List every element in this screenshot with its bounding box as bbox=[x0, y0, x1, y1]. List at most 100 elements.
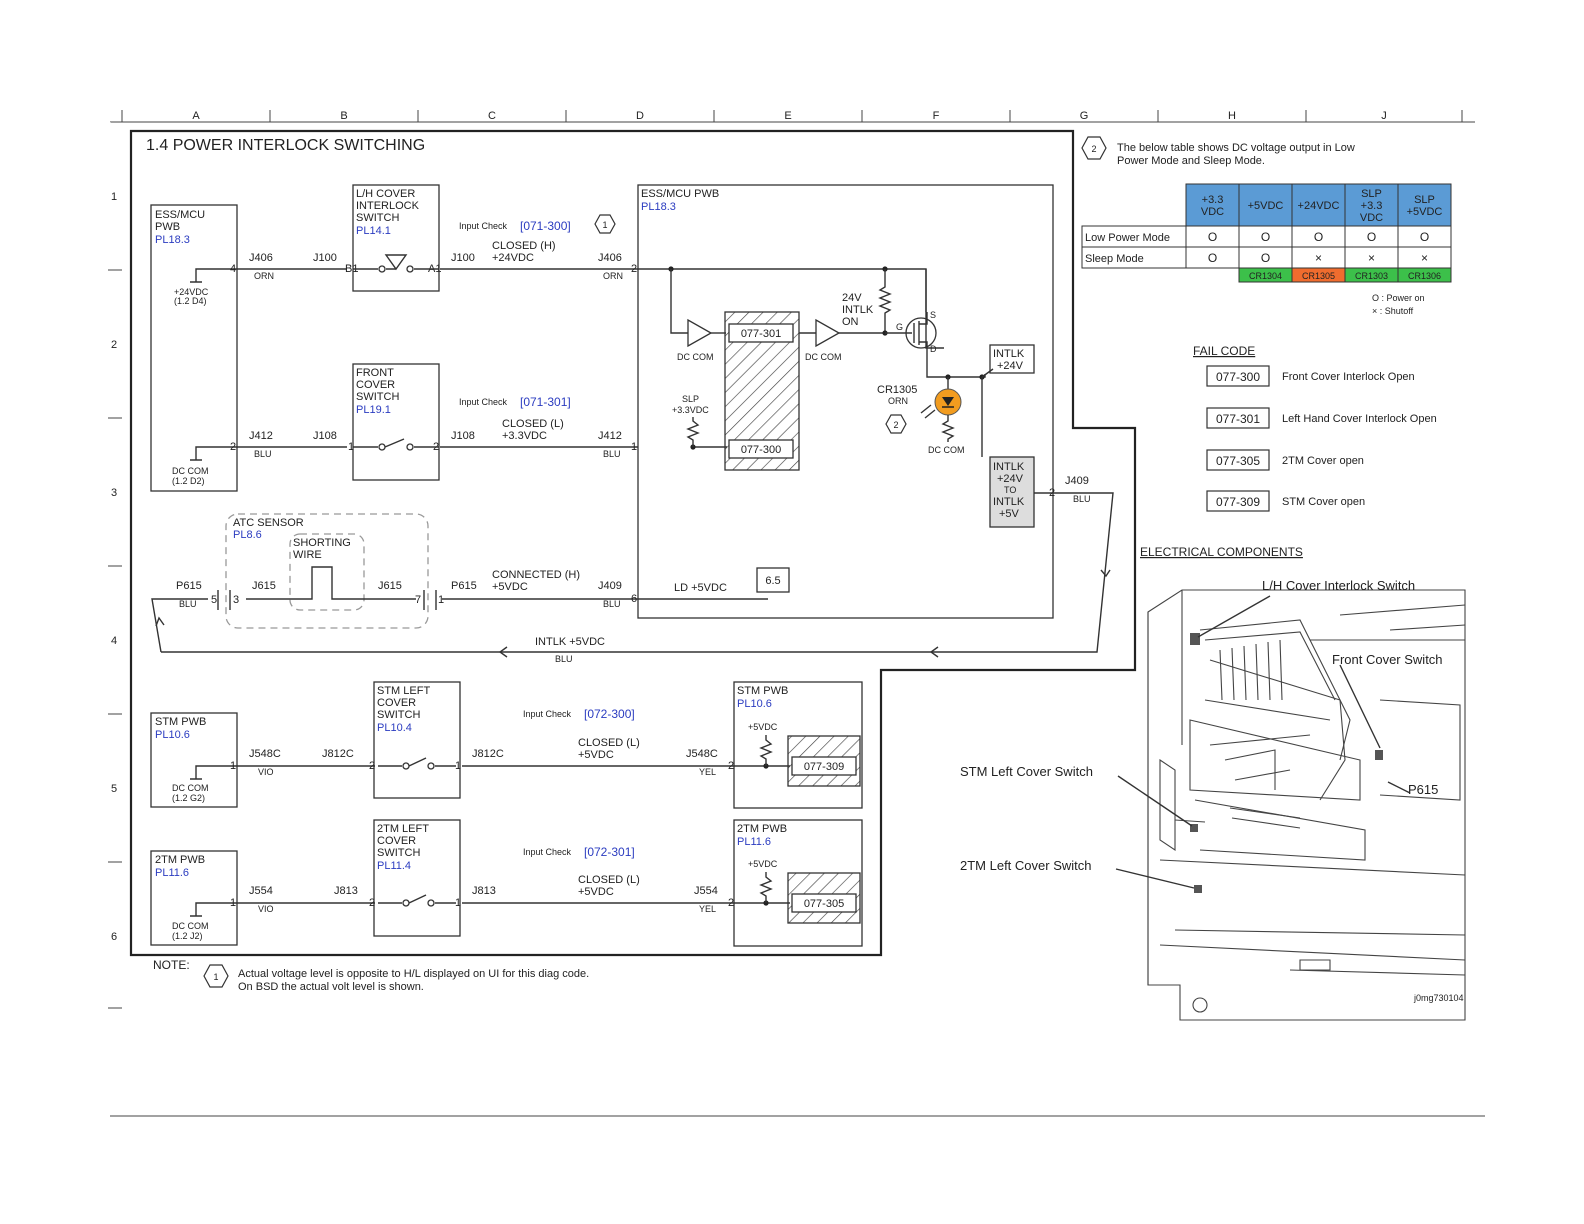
svg-text:1: 1 bbox=[230, 897, 236, 909]
svg-text:NOTE:: NOTE: bbox=[153, 958, 190, 972]
svg-text:[071-300]: [071-300] bbox=[520, 219, 571, 233]
lh-cover-interlock-switch-block: L/H COVER INTERLOCK SWITCH PL14.1 bbox=[352, 184, 440, 292]
svg-text:+3.3VDC: +3.3VDC bbox=[672, 405, 709, 415]
svg-text:CR1305: CR1305 bbox=[877, 384, 917, 396]
svg-text:SHORTING: SHORTING bbox=[293, 537, 351, 549]
svg-text:COVER: COVER bbox=[377, 697, 416, 709]
svg-text:YEL: YEL bbox=[699, 767, 716, 777]
legend-shutoff: × : Shutoff bbox=[1372, 306, 1414, 316]
svg-text:2: 2 bbox=[631, 263, 637, 275]
table-cell-value: O bbox=[1420, 230, 1429, 244]
table-row-label: Sleep Mode bbox=[1085, 253, 1144, 265]
svg-text:6.5: 6.5 bbox=[765, 575, 780, 587]
svg-text:PL11.6: PL11.6 bbox=[155, 867, 189, 879]
fail-code-box bbox=[1206, 490, 1270, 512]
input-check-072-300: Input Check [072-300] bbox=[523, 707, 635, 721]
svg-text:2TM PWB: 2TM PWB bbox=[737, 823, 787, 835]
svg-text:+5V: +5V bbox=[999, 508, 1020, 520]
svg-text:077-300: 077-300 bbox=[741, 444, 781, 456]
svg-text:G: G bbox=[896, 322, 903, 332]
grid-row-4: 4 bbox=[111, 635, 117, 647]
svg-text:5: 5 bbox=[211, 594, 217, 606]
svg-text:(1.2 D4): (1.2 D4) bbox=[174, 296, 207, 306]
wire-row-front: 2 J412 BLU J108 1 2 J108 J412 BLU 1 CLOS… bbox=[230, 418, 638, 459]
fail-code-desc: 2TM Cover open bbox=[1282, 455, 1364, 467]
svg-text:The below table shows DC volta: The below table shows DC voltage output … bbox=[1117, 142, 1355, 154]
label-front-switch: Front Cover Switch bbox=[1332, 652, 1443, 667]
svg-text:P615: P615 bbox=[451, 580, 477, 592]
table-cell-value: O bbox=[1261, 230, 1270, 244]
svg-text:TO: TO bbox=[1004, 485, 1016, 495]
components-title: ELECTRICAL COMPONENTS bbox=[1140, 545, 1303, 559]
svg-text:2: 2 bbox=[728, 760, 734, 772]
2tm-left-cover-switch-block: 2TM LEFT COVER SWITCH PL11.4 bbox=[373, 819, 461, 937]
svg-text:J406: J406 bbox=[598, 252, 622, 264]
svg-text:Actual voltage level is opposi: Actual voltage level is opposite to H/L … bbox=[238, 968, 589, 980]
table-header-label: +3.3 bbox=[1202, 194, 1224, 206]
svg-text:J554: J554 bbox=[249, 885, 273, 897]
svg-text:+5VDC: +5VDC bbox=[578, 749, 614, 761]
ess-mcu-left-block: ESS/MCU PWB PL18.3 +24VDC (1.2 D4) DC CO… bbox=[150, 204, 238, 492]
svg-text:J100: J100 bbox=[451, 252, 475, 264]
table-header-label: VDC bbox=[1360, 212, 1383, 224]
svg-text:J615: J615 bbox=[378, 580, 402, 592]
ess-mcu-right-block: ESS/MCU PWB PL18.3 DC COM 077-301 077-30… bbox=[637, 184, 1091, 619]
grid-row-1: 1 bbox=[111, 191, 117, 203]
input-check-071-300: Input Check [071-300] 1 bbox=[459, 214, 616, 234]
svg-text:INTLK +5VDC: INTLK +5VDC bbox=[535, 636, 605, 648]
svg-text:ATC SENSOR: ATC SENSOR bbox=[233, 517, 304, 529]
svg-text:BLU: BLU bbox=[179, 599, 197, 609]
svg-text:+5VDC: +5VDC bbox=[748, 859, 778, 869]
svg-text:2: 2 bbox=[1091, 144, 1096, 154]
grid-col-a: A bbox=[192, 110, 200, 122]
table-cell-value: × bbox=[1421, 251, 1428, 265]
svg-text:J412: J412 bbox=[598, 430, 622, 442]
power-mode-table: +3.3VDC+5VDC+24VDCSLP+3.3VDCSLP+5VDCLow … bbox=[1081, 183, 1452, 316]
table-header-label: VDC bbox=[1201, 206, 1224, 218]
svg-text:J812C: J812C bbox=[472, 748, 504, 760]
led-cell bbox=[1397, 267, 1452, 283]
label-stm-switch: STM Left Cover Switch bbox=[960, 764, 1093, 779]
svg-text:ORN: ORN bbox=[603, 271, 623, 281]
fail-code-desc: Front Cover Interlock Open bbox=[1282, 371, 1415, 383]
svg-text:CLOSED (L): CLOSED (L) bbox=[578, 874, 640, 886]
svg-text:J100: J100 bbox=[313, 252, 337, 264]
table-header-cell bbox=[1291, 183, 1346, 227]
grid-row-6: 6 bbox=[111, 931, 117, 943]
svg-text:PL18.3: PL18.3 bbox=[641, 201, 676, 213]
svg-text:DC COM: DC COM bbox=[677, 352, 714, 362]
svg-text:BLU: BLU bbox=[1073, 494, 1091, 504]
svg-text:COVER: COVER bbox=[356, 379, 395, 391]
svg-text:BLU: BLU bbox=[603, 449, 621, 459]
svg-text:VIO: VIO bbox=[258, 904, 274, 914]
svg-text:VIO: VIO bbox=[258, 767, 274, 777]
svg-text:2: 2 bbox=[369, 897, 375, 909]
svg-text:077-301: 077-301 bbox=[741, 328, 781, 340]
electrical-components: ELECTRICAL COMPONENTS bbox=[960, 545, 1466, 1021]
svg-text:3: 3 bbox=[233, 594, 239, 606]
svg-text:2: 2 bbox=[1049, 487, 1055, 499]
svg-text:ON: ON bbox=[842, 316, 859, 328]
svg-text:COVER: COVER bbox=[377, 835, 416, 847]
svg-text:INTLK: INTLK bbox=[842, 304, 874, 316]
svg-text:1: 1 bbox=[631, 441, 637, 453]
svg-text:INTLK: INTLK bbox=[993, 496, 1025, 508]
table-cell-value: × bbox=[1368, 251, 1375, 265]
svg-text:Input Check: Input Check bbox=[523, 709, 572, 719]
svg-text:PL14.1: PL14.1 bbox=[356, 225, 391, 237]
svg-text:BLU: BLU bbox=[603, 599, 621, 609]
svg-text:PL18.3: PL18.3 bbox=[155, 234, 190, 246]
diagram-border bbox=[129, 129, 1137, 957]
label-p615: P615 bbox=[1408, 782, 1438, 797]
svg-text:PL10.6: PL10.6 bbox=[155, 729, 190, 741]
svg-text:ESS/MCU PWB: ESS/MCU PWB bbox=[641, 188, 719, 200]
svg-text:[072-300]: [072-300] bbox=[584, 707, 635, 721]
svg-text:P615: P615 bbox=[176, 580, 202, 592]
grid-col-c: C bbox=[488, 110, 496, 122]
label-2tm-switch: 2TM Left Cover Switch bbox=[960, 858, 1092, 873]
fail-code-box bbox=[1206, 449, 1270, 471]
svg-text:J812C: J812C bbox=[322, 748, 354, 760]
svg-text:PL11.4: PL11.4 bbox=[377, 860, 411, 872]
